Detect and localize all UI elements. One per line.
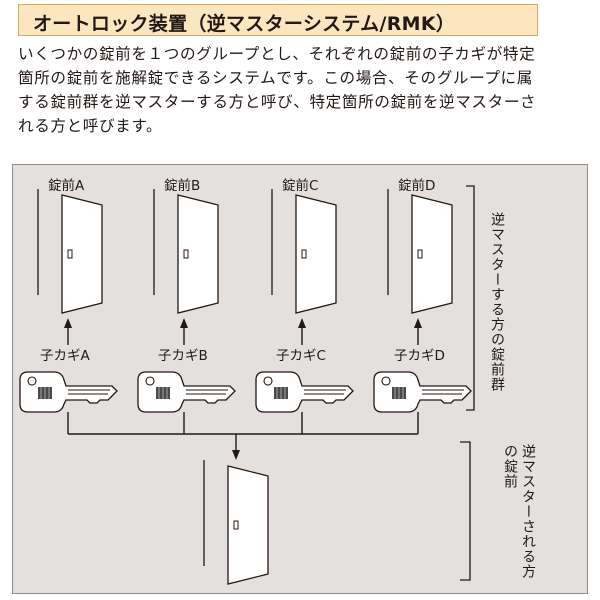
connector-lines (67, 412, 419, 452)
door-icon (387, 188, 453, 314)
key-icon (373, 371, 472, 413)
arrow-down-icon (232, 450, 240, 460)
door-icon (153, 188, 219, 314)
group-bracket (466, 185, 475, 411)
target-label-line1: 逆マスターされる方 (520, 444, 536, 579)
key-label-b: 子カギB (158, 348, 208, 364)
lock-label-b: 錠前B (164, 177, 200, 194)
arrow-up-icon (64, 318, 72, 345)
key-label-a: 子カギA (40, 348, 90, 364)
key-label-d: 子カギD (394, 348, 445, 364)
door-icon (37, 188, 103, 314)
lock-label-d: 錠前D (398, 177, 435, 194)
door-icon (271, 188, 337, 314)
lock-label-c: 錠前C (282, 177, 318, 194)
title-bar: オートロック装置（逆マスターシステム/RMK） (18, 4, 538, 36)
page-title: オートロック装置（逆マスターシステム/RMK） (33, 13, 456, 35)
target-label-line2: の錠前 (502, 444, 518, 489)
key-icon (255, 371, 354, 413)
key-icon (137, 371, 236, 413)
arrow-up-icon (414, 318, 422, 345)
lock-label-a: 錠前A (48, 177, 85, 194)
key-icon (19, 371, 118, 413)
target-bracket (460, 441, 471, 581)
arrow-up-icon (298, 318, 306, 345)
description: いくつかの錠前を１つのグループとし、それぞれの錠前の子カギが特定箇所の錠前を施解… (18, 45, 537, 135)
group-label: 逆マスターする方の錠前群 (489, 212, 505, 392)
key-label-c: 子カギC (276, 348, 326, 364)
target-door-icon (203, 459, 269, 585)
arrow-up-icon (180, 318, 188, 345)
